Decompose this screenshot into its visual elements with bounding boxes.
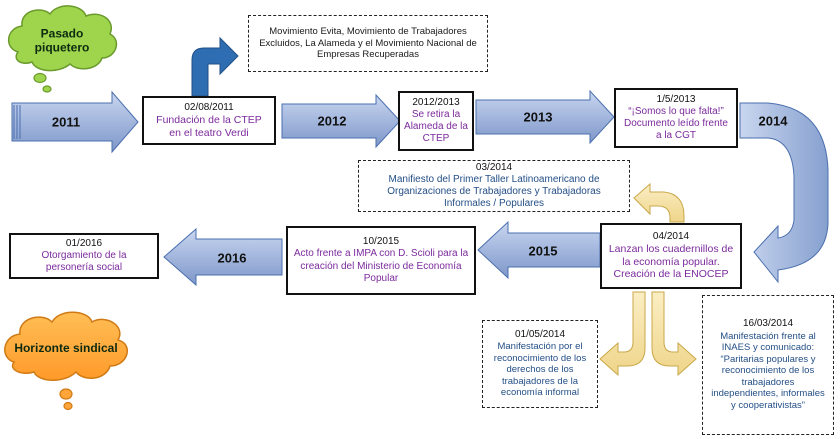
- arrow-2014: [739, 102, 829, 284]
- event-text: Otorgamiento de la personería social: [41, 249, 127, 274]
- arrow-to-movements: [191, 36, 239, 97]
- cloud-pasado-label: Pasado piquetero: [34, 26, 90, 55]
- event-inaes: 16/03/2014 Manifestación frente al INAES…: [702, 295, 834, 435]
- event-text: Manifestación por el reconocimiento de l…: [493, 341, 587, 399]
- event-acto-impa: 10/2015 Acto frente a IMPA con D. Scioli…: [286, 226, 476, 295]
- arrow-2013: [475, 89, 615, 145]
- arrow-to-inaes: [651, 291, 697, 377]
- arrow-2016: [163, 227, 283, 287]
- event-title: Manifestación frente al INAES y comunica…: [720, 330, 816, 354]
- event-text: Movimiento Evita, Movimiento de Trabajad…: [259, 26, 477, 61]
- event-manifestacion-01-05-2014: 01/05/2014 Manifestación por el reconoci…: [482, 320, 598, 408]
- event-date: 1/5/2013: [656, 93, 696, 105]
- cloud-pasado-piquetero: [8, 5, 118, 93]
- event-retira-alameda: 2012/2013 Se retira la Alameda de la CTE…: [398, 91, 474, 151]
- year-2016: 2016: [217, 250, 247, 266]
- arrow-to-manifestacion-2014: [599, 291, 646, 377]
- cloud-horizonte-label: Horizonte sindical: [14, 340, 118, 355]
- event-text: Se retira la Alameda de la CTEP: [404, 108, 468, 145]
- event-date: 02/08/2011: [184, 101, 234, 113]
- year-2013: 2013: [523, 109, 553, 125]
- event-personeria-social: 01/2016 Otorgamiento de la personería so…: [9, 233, 159, 279]
- year-2014: 2014: [758, 113, 788, 129]
- arrow-2011: [11, 90, 139, 154]
- event-somos-lo-que-falta: 1/5/2013 “¡Somos lo que falta!” Document…: [614, 88, 738, 148]
- event-quote: “Paritarias populares y reconocimiento d…: [711, 353, 825, 412]
- event-text: Manifiesto del Primer Taller Latinoameri…: [387, 173, 601, 210]
- event-date: 10/2015: [362, 236, 400, 248]
- event-date: 01/2016: [65, 237, 103, 249]
- event-text: Lanzan los cuadernillos de la economía p…: [608, 242, 734, 281]
- arrow-to-manifiesto: [633, 182, 685, 223]
- arrow-2012: [281, 93, 401, 149]
- event-text: “¡Somos lo que falta!” Documento leído f…: [624, 105, 728, 142]
- event-date: 16/03/2014: [742, 318, 794, 330]
- event-text: Fundación de la CTEP en el teatro Verdi: [156, 113, 262, 139]
- year-2011: 2011: [51, 114, 81, 130]
- event-movimientos: Movimiento Evita, Movimiento de Trabajad…: [248, 15, 488, 72]
- event-cuadernillos: 04/2014 Lanzan los cuadernillos de la ec…: [600, 223, 742, 289]
- year-2012: 2012: [317, 113, 347, 129]
- event-date: 2012/2013: [412, 96, 460, 108]
- event-manifiesto: 03/2014 Manifiesto del Primer Taller Lat…: [358, 160, 630, 212]
- cloud-horizonte-sindical: [4, 311, 128, 411]
- event-date: 01/05/2014: [514, 328, 566, 340]
- event-fundacion-ctep: 02/08/2011 Fundación de la CTEP en el te…: [142, 96, 276, 145]
- arrow-2015: [477, 220, 601, 280]
- event-date: 03/2014: [475, 161, 513, 173]
- event-text: Acto frente a IMPA con D. Scioli para la…: [293, 248, 469, 284]
- event-date: 04/2014: [652, 230, 690, 242]
- year-2015: 2015: [528, 243, 558, 259]
